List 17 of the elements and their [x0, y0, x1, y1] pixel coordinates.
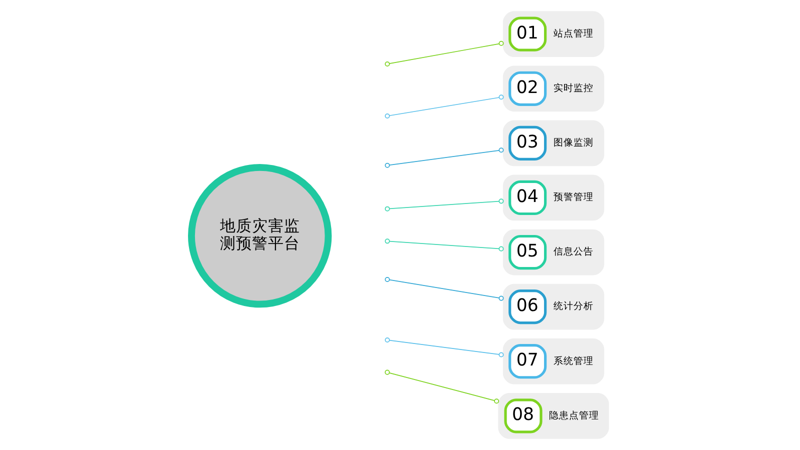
node-box: 03 图像监测 [502, 120, 604, 166]
node-box: 04 预警管理 [502, 174, 604, 221]
node-box: 08 隐患点管理 [498, 392, 609, 439]
node-circle: 地质灾害监测预警平台 [188, 164, 332, 308]
connector [389, 150, 500, 166]
node-box: 06 统计分析 [502, 284, 604, 330]
node-box: 02 实时监控 [502, 66, 604, 112]
node-box: 05 信息公告 [502, 229, 604, 276]
connector [389, 97, 500, 116]
node-box: 07 系统管理 [502, 338, 604, 384]
connector [389, 372, 495, 401]
connector [389, 43, 500, 64]
connector [389, 340, 500, 355]
connector [389, 240, 500, 250]
connector [389, 200, 500, 210]
connector [389, 279, 500, 298]
node-box: 01 站点管理 [502, 11, 604, 58]
